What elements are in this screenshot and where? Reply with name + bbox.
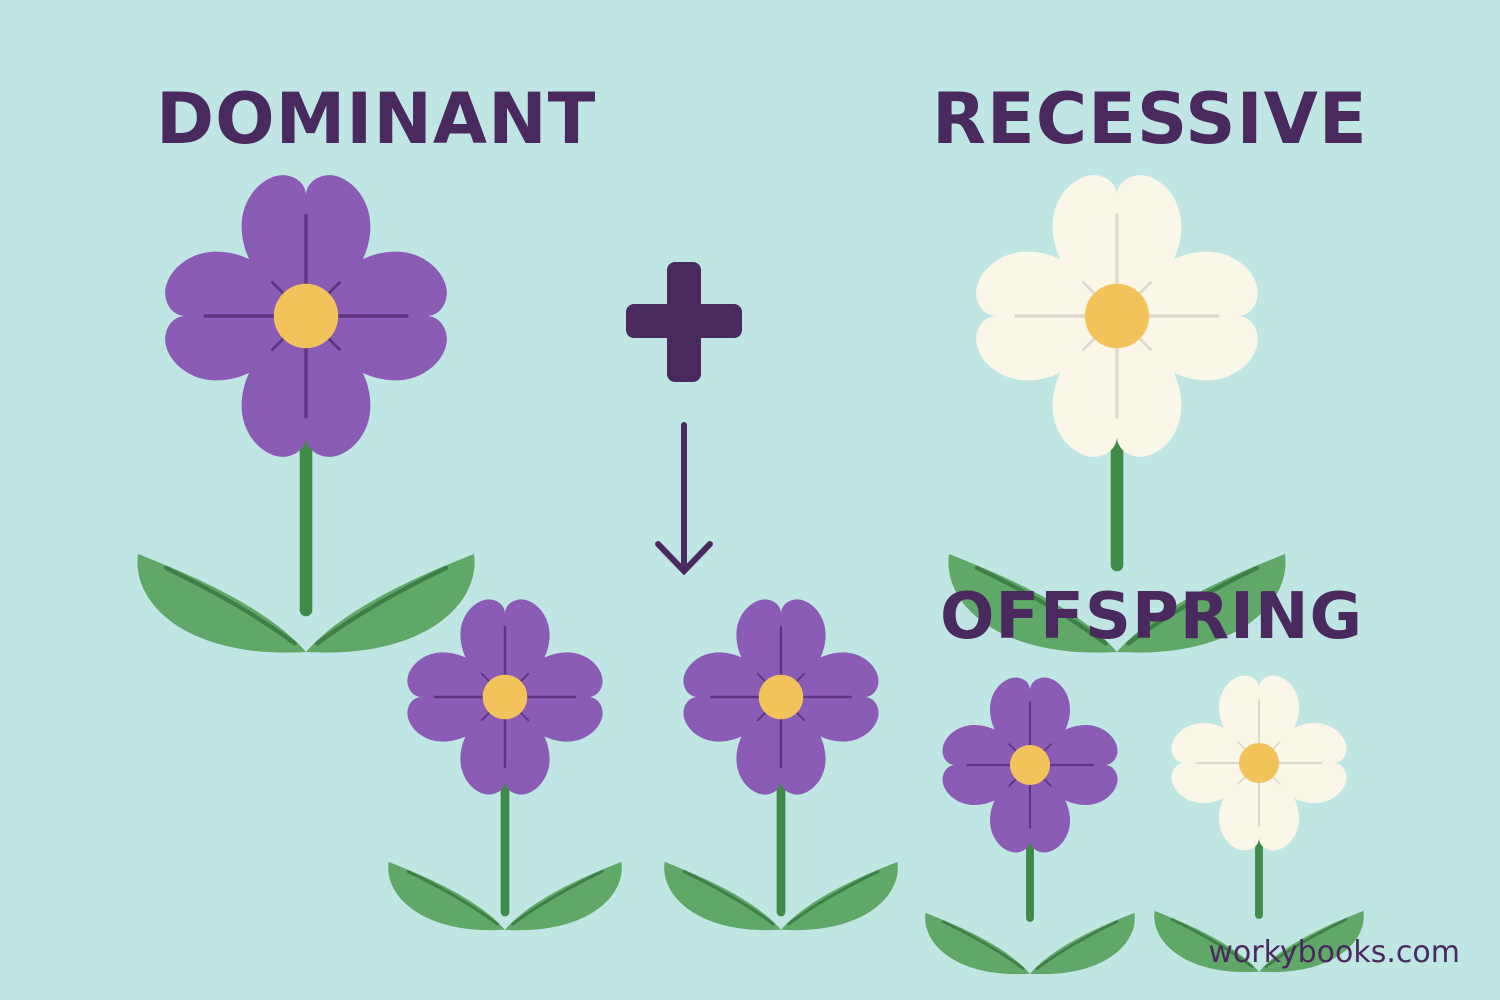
- leaf: [137, 554, 306, 653]
- leaf: [306, 554, 475, 653]
- leaf: [1259, 910, 1364, 973]
- offspring-white-flower: [1154, 675, 1364, 973]
- petals: [683, 599, 879, 795]
- arrow-down-icon: [655, 422, 713, 576]
- petals: [407, 599, 603, 795]
- leaf: [925, 912, 1030, 975]
- site-watermark: workybooks.com: [1208, 935, 1460, 970]
- f1-offspring-flower-1: [388, 599, 622, 931]
- flowers-layer: [137, 175, 1364, 975]
- leaf: [1117, 554, 1286, 653]
- flower-center: [758, 674, 804, 720]
- leaf: [1154, 910, 1259, 973]
- dominant-label: DOMINANT: [156, 78, 597, 160]
- petals: [1171, 675, 1347, 851]
- offspring-purple-flower: [925, 677, 1135, 975]
- leaf: [664, 861, 781, 931]
- recessive-parent-flower: [948, 175, 1286, 653]
- flower-center: [1238, 742, 1280, 784]
- recessive-label: RECESSIVE: [932, 78, 1368, 160]
- f1-offspring-flower-2: [664, 599, 898, 931]
- plus-icon: [626, 262, 742, 382]
- leaf: [781, 861, 898, 931]
- petals: [976, 175, 1258, 457]
- flower-center: [1009, 744, 1051, 786]
- petals: [165, 175, 447, 457]
- leaf: [1030, 912, 1135, 975]
- leaf: [948, 554, 1117, 653]
- offspring-label: OFFSPRING: [940, 580, 1364, 654]
- dominant-parent-flower: [137, 175, 475, 653]
- leaf: [388, 861, 505, 931]
- leaf: [505, 861, 622, 931]
- petals: [942, 677, 1118, 853]
- flower-center: [482, 674, 528, 720]
- flower-center: [1084, 283, 1150, 349]
- flower-center: [273, 283, 339, 349]
